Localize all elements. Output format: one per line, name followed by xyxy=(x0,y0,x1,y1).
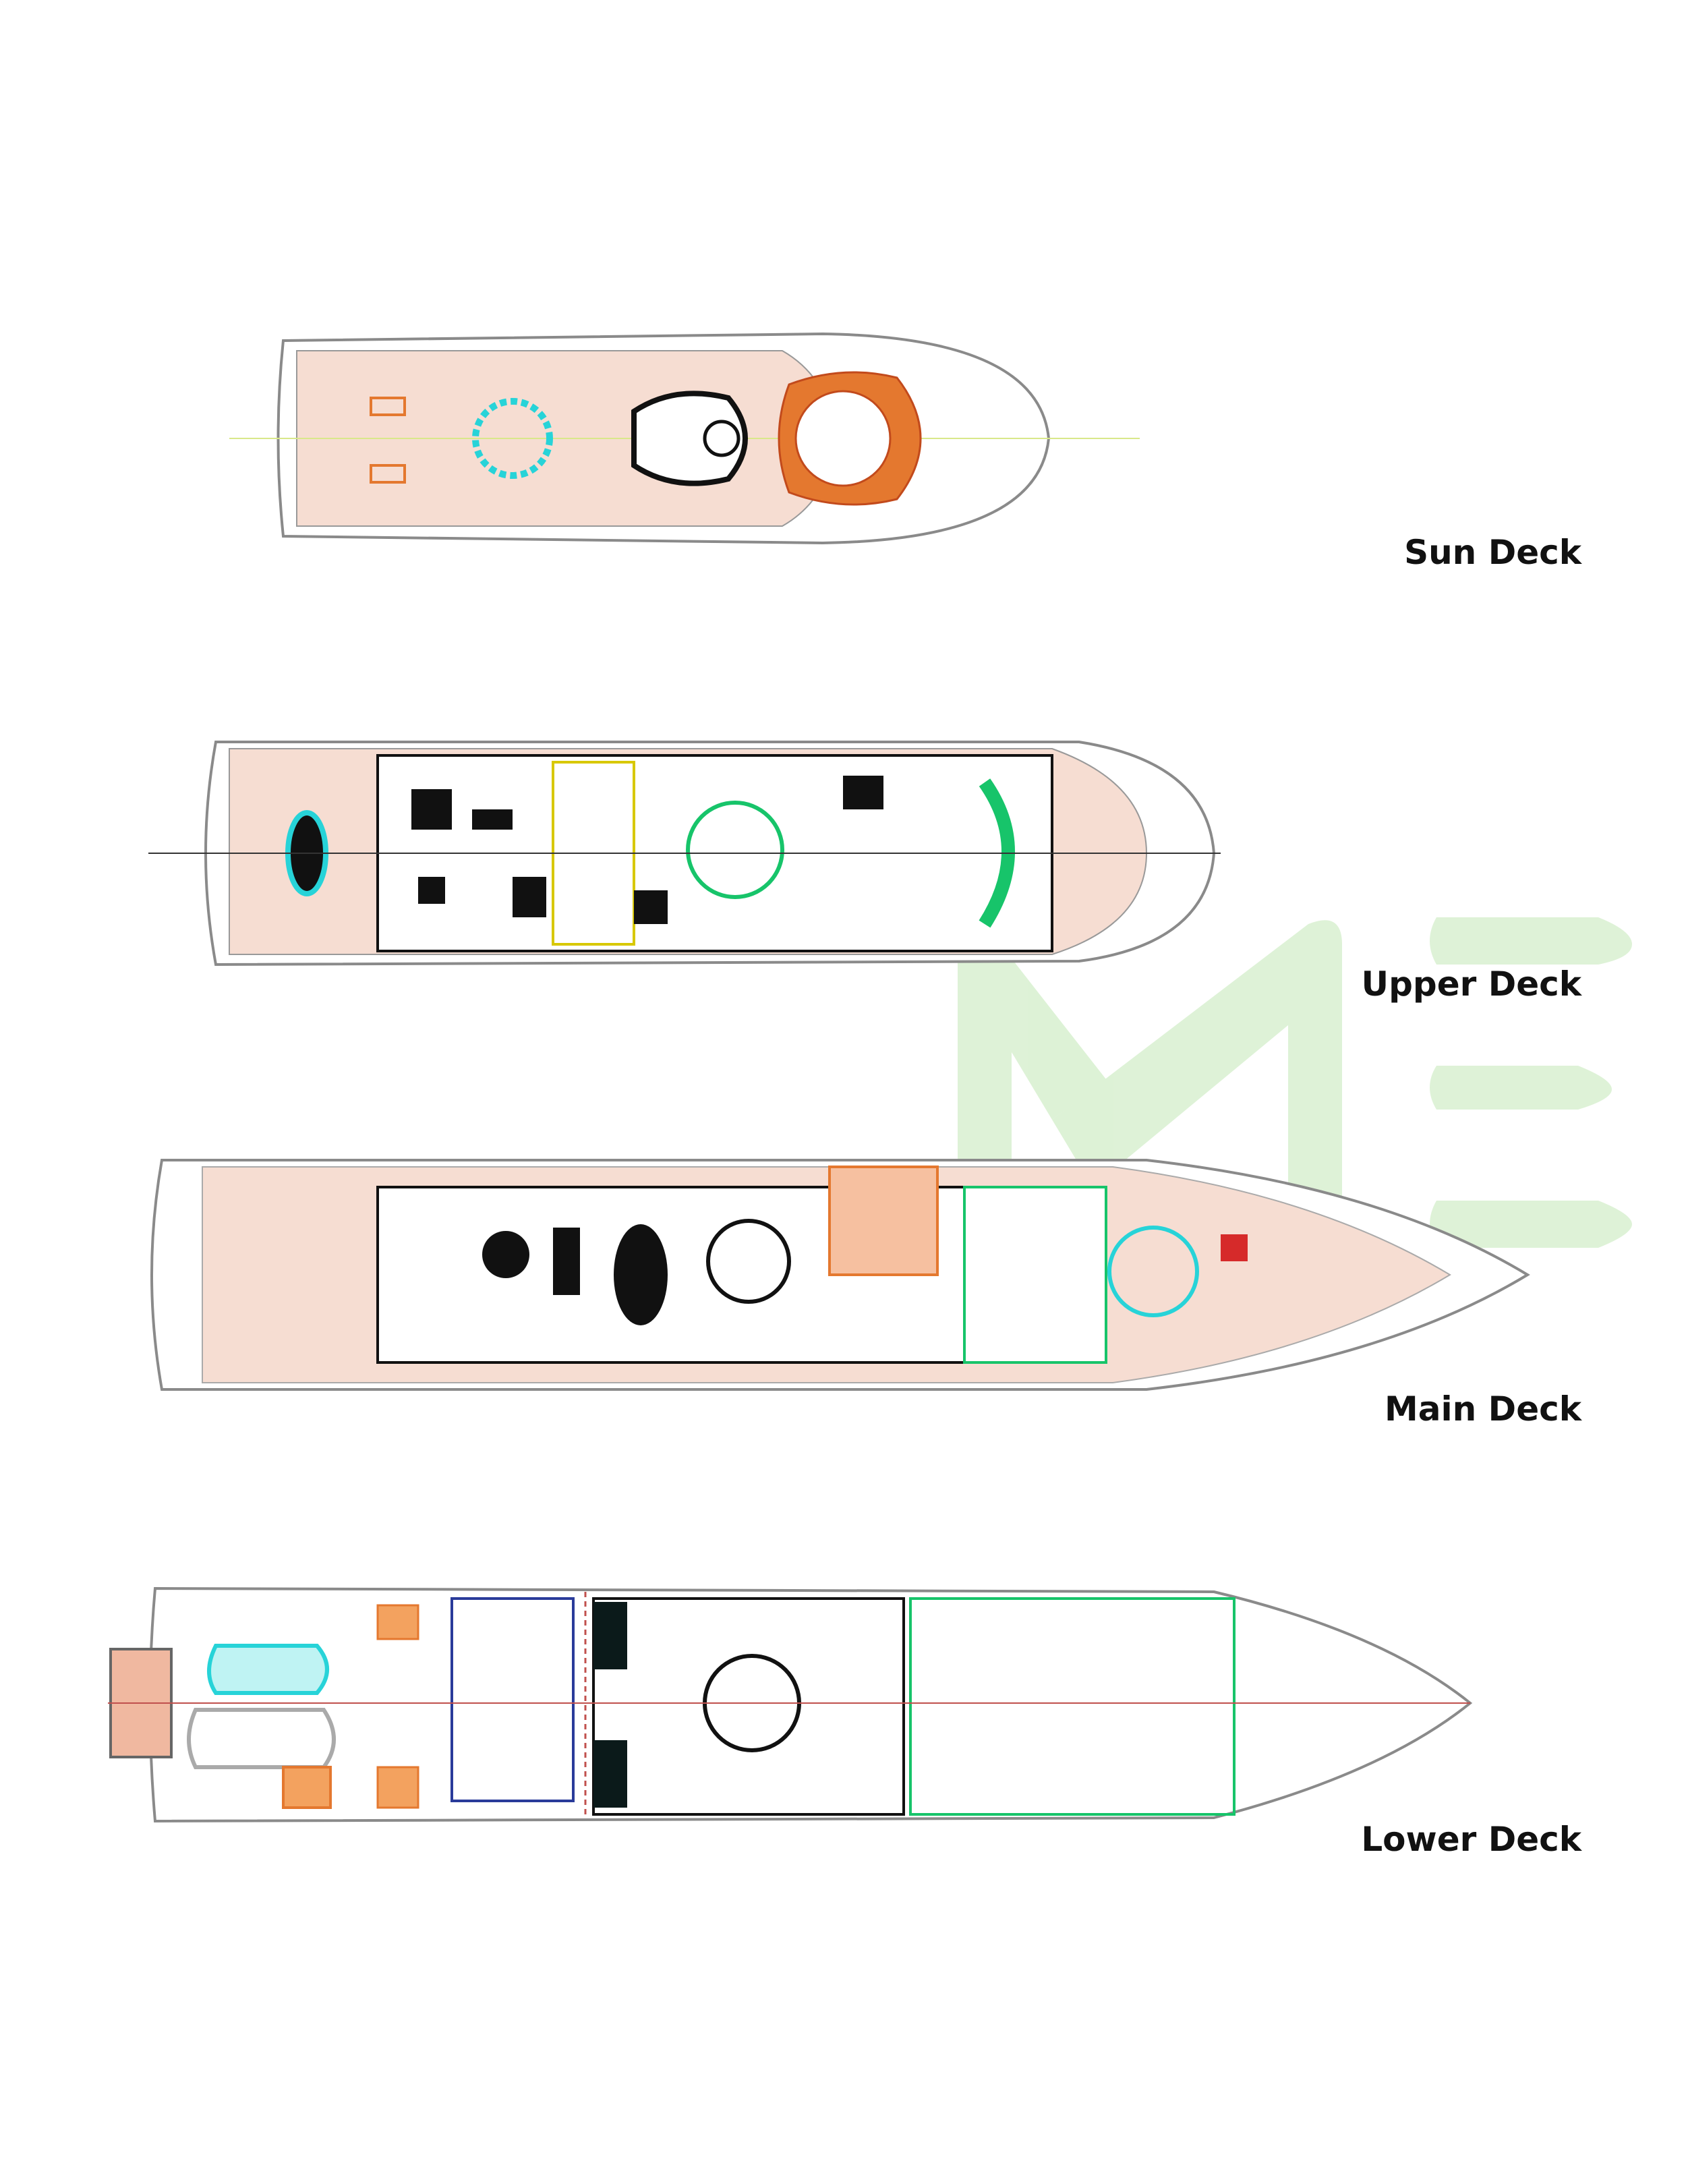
upper-deck-plan xyxy=(148,741,1221,967)
sun-deck-label: Sun Deck xyxy=(1404,533,1581,572)
upper-deck-label: Upper Deck xyxy=(1361,965,1581,1004)
lower-deck-plan xyxy=(108,1586,1473,1823)
sun-deck-plan xyxy=(229,332,1140,545)
main-deck-plan xyxy=(150,1159,1530,1391)
lower-deck-label: Lower Deck xyxy=(1361,1820,1581,1859)
main-deck-label: Main Deck xyxy=(1385,1389,1581,1429)
